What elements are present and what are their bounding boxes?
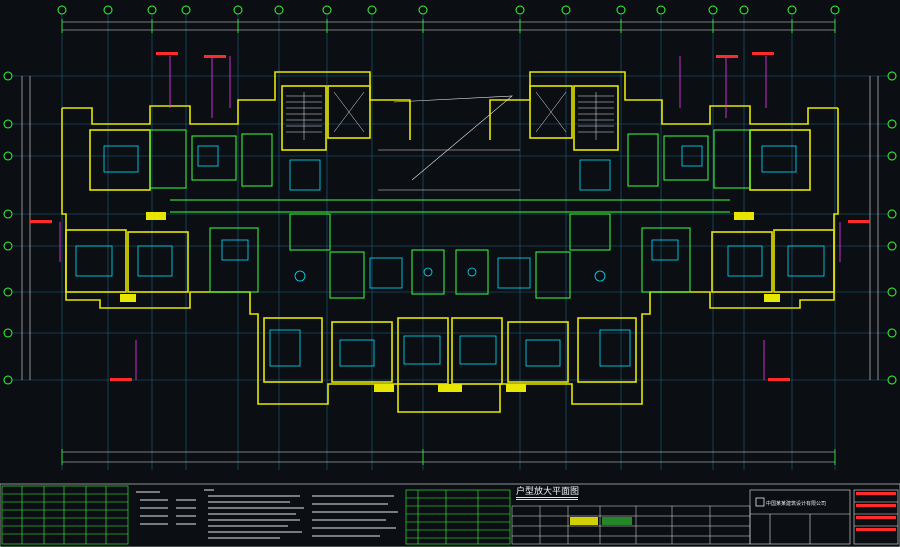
leaders-magenta [59, 56, 841, 380]
corridor-leaders [393, 95, 513, 181]
dimension-ticks [61, 19, 836, 465]
door-markers [120, 212, 780, 392]
stairs [286, 91, 614, 191]
walls-yellow [61, 71, 839, 413]
walls-green [149, 129, 751, 299]
drawing-title: 户型放大平面图 [516, 485, 579, 497]
fixtures-cyan [75, 145, 825, 367]
dimension-lines [21, 21, 879, 463]
title-block: 户型放大平面图 中国某某建筑设计 [0, 483, 900, 547]
tags-red [30, 52, 870, 381]
company-name: 中国某某建筑设计有限公司 [766, 500, 826, 507]
